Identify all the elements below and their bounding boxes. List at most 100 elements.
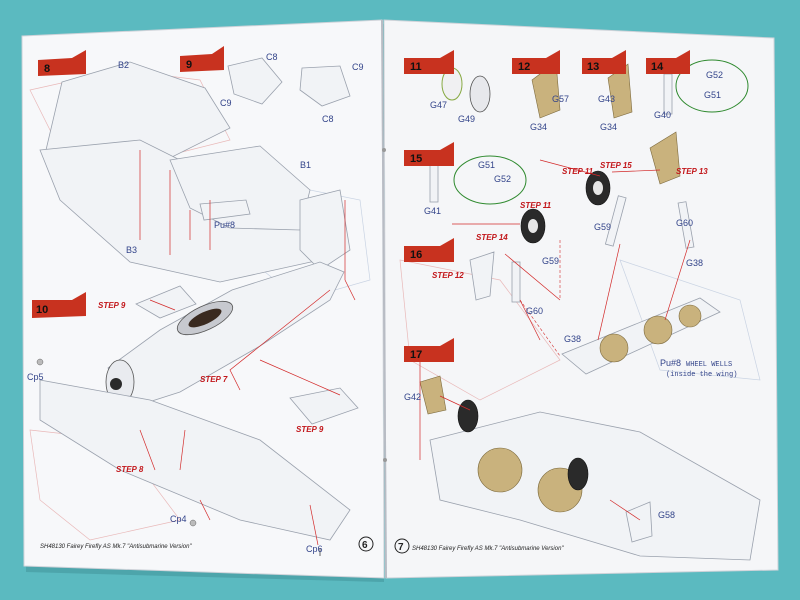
lower-wing-assembly <box>429 411 761 561</box>
detail-circle-15 <box>453 155 527 205</box>
step-8-badge: 8 <box>38 50 86 76</box>
part-label: G52 <box>494 174 511 184</box>
step-13-badge: 13 <box>582 50 626 74</box>
part-label: G38 <box>686 258 703 268</box>
panel-g58 <box>625 501 653 543</box>
main-wheel-2 <box>567 457 589 491</box>
door-step15 <box>649 131 681 185</box>
step-callout: STEP 11 <box>562 167 594 176</box>
right-footer: SH48130 Fairey Firefly AS Mk.7 "Antisubm… <box>412 546 564 552</box>
part-label: G58 <box>658 510 675 520</box>
step-17-badge: 17 <box>404 338 454 362</box>
wing-well-1 <box>477 447 523 493</box>
part-label: B2 <box>118 60 129 70</box>
strut-g60-right <box>677 201 695 249</box>
hub-left <box>528 219 538 233</box>
part-label: G42 <box>404 392 421 402</box>
part-label: G51 <box>704 90 721 100</box>
part-label: G60 <box>676 218 693 228</box>
fairing-left <box>469 251 495 301</box>
left-page-art <box>29 57 371 556</box>
stabilizer-left <box>135 285 197 319</box>
part-label: Pu#8 <box>214 220 235 230</box>
spinner <box>110 378 122 390</box>
step-12-number: 12 <box>518 61 530 73</box>
step-15-badge: 15 <box>404 142 454 166</box>
part-label: G60 <box>526 306 543 316</box>
step-9-badge: 9 <box>180 46 224 72</box>
spine <box>381 19 387 579</box>
part-label: C8 <box>266 52 278 62</box>
step-callout: STEP 8 <box>116 465 144 474</box>
left-footer: SH48130 Fairey Firefly AS Mk.7 "Antisubm… <box>40 544 192 550</box>
part-label: Cp5 <box>27 372 44 382</box>
tail-fin <box>299 189 351 271</box>
step-16-badge: 16 <box>404 238 454 262</box>
leader-lines-right <box>419 159 691 521</box>
wheel-well-2 <box>643 315 673 345</box>
part-label: B3 <box>126 245 137 255</box>
part-label: C9 <box>352 62 364 72</box>
cockpit-interior <box>188 308 222 328</box>
step-12-badge: 12 <box>512 50 560 74</box>
note-part: Pu#8 <box>660 358 681 368</box>
right-page-art <box>399 59 761 561</box>
step-17-number: 17 <box>410 349 422 361</box>
part-label: G57 <box>552 94 569 104</box>
main-wheel-1 <box>457 399 479 433</box>
strut-g59 <box>604 195 627 247</box>
part-label: Cp6 <box>306 544 323 554</box>
step-8-number: 8 <box>44 63 50 75</box>
step-10-number: 10 <box>36 304 48 316</box>
staple-top <box>382 148 386 152</box>
step-16-number: 16 <box>410 249 422 261</box>
part-label: G49 <box>458 114 475 124</box>
step-callout: STEP 13 <box>676 167 708 176</box>
step-callout: STEP 15 <box>600 161 632 170</box>
wheel-well-1 <box>599 333 629 363</box>
part-label: C8 <box>322 114 334 124</box>
part-label: G52 <box>706 70 723 80</box>
step-callout: STEP 11 <box>520 201 552 210</box>
step-callout: STEP 14 <box>476 233 508 242</box>
page-number-right: 7 <box>398 542 404 553</box>
page-number-left: 6 <box>362 540 368 551</box>
wheel-g49 <box>469 75 491 113</box>
insert-pu8 <box>199 199 251 221</box>
flap-c8-right <box>299 65 351 107</box>
strut-g41 <box>429 161 439 203</box>
lower-wing-b3 <box>39 139 321 283</box>
part-label: G41 <box>424 206 441 216</box>
part-label: G47 <box>430 100 447 110</box>
part-label: G51 <box>478 160 495 170</box>
step-13-number: 13 <box>587 61 599 73</box>
step-callout: STEP 12 <box>432 271 464 280</box>
rivet-cp4 <box>189 519 197 527</box>
part-label: C9 <box>220 98 232 108</box>
step-11-badge: 11 <box>404 50 454 74</box>
part-label: G43 <box>598 94 615 104</box>
lower-fuselage-wing <box>39 379 351 541</box>
step-11-number: 11 <box>410 61 422 73</box>
step-callout: STEP 9 <box>296 425 324 434</box>
step-14-badge: 14 <box>646 50 690 74</box>
step-callout: STEP 9 <box>98 301 126 310</box>
step-10-badge: 10 <box>32 292 86 318</box>
leader-lines-left <box>139 150 356 546</box>
part-label: G38 <box>564 334 581 344</box>
page-number-circle-left <box>358 536 374 552</box>
step-callout: STEP 7 <box>200 375 228 384</box>
door-g42 <box>419 375 447 415</box>
dashed-guide <box>519 240 561 357</box>
note-line1: WHEEL WELLS <box>686 361 732 369</box>
strut-g60-left <box>511 261 521 303</box>
hub-right <box>593 181 603 195</box>
step-9-number: 9 <box>186 59 192 71</box>
part-label: G59 <box>542 256 559 266</box>
wheel-well-3 <box>678 304 702 328</box>
step-14-number: 14 <box>651 61 664 73</box>
stabilizer-right <box>289 387 359 425</box>
rivet-cp5 <box>36 358 44 366</box>
part-label: G40 <box>654 110 671 120</box>
